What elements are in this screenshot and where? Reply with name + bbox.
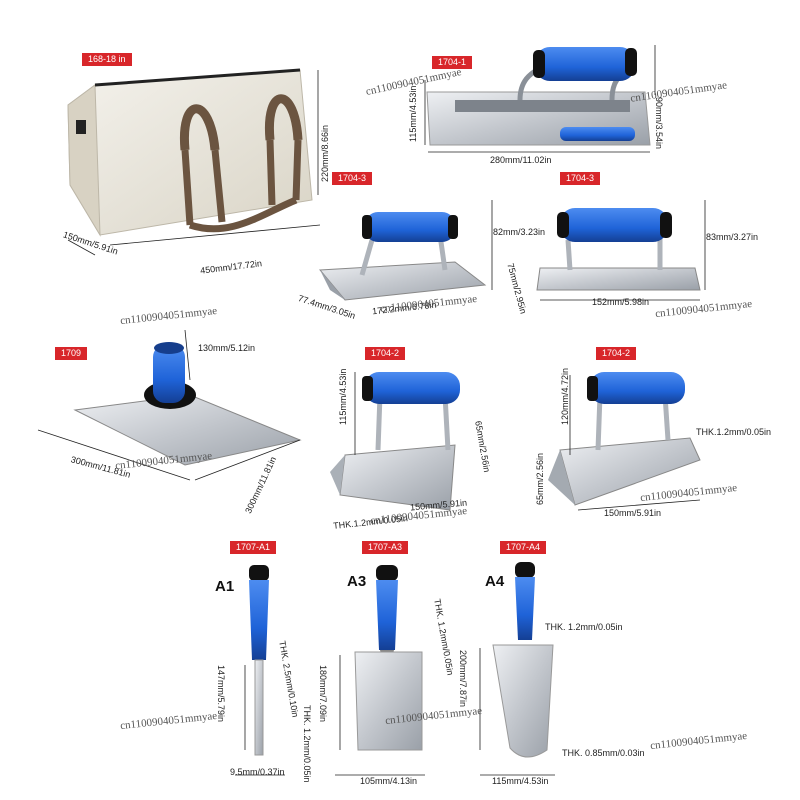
dim-corner-right-thk: THK.1.2mm/0.05in xyxy=(696,427,772,437)
dim-trowel-height1: 115mm/4.53in xyxy=(408,85,418,142)
dim-corner-right-height: 120mm/4.72in xyxy=(560,367,570,425)
dim-a3-length: 180mm/7.09in xyxy=(318,665,328,723)
tag-trowel-big: 1704-1 xyxy=(432,56,473,69)
dim-corner-right-width: 150mm/5.91in xyxy=(604,508,662,518)
dim-edger-right-length: 152mm/5.98in xyxy=(592,297,650,307)
dim-corner-left-height: 115mm/4.53in xyxy=(338,368,348,425)
inside-corner-tool-left-image xyxy=(330,372,460,511)
dim-a4-thk1: THK. 1.2mm/0.05in xyxy=(545,622,623,632)
pointing-trowel-a1-image xyxy=(249,565,269,756)
tag-a1: 1707-A1 xyxy=(230,541,277,554)
edger-right-image xyxy=(536,208,701,291)
dim-a1-thk2: THK. 1.2mm/0.05in xyxy=(302,705,312,783)
outside-corner-tool-right-image xyxy=(548,372,701,506)
dim-hawk-handle: 130mm/5.12in xyxy=(198,343,256,353)
dimension-lines xyxy=(37,45,706,776)
dim-a4-width: 115mm/4.53in xyxy=(492,776,549,786)
tag-a4: 1707-A4 xyxy=(500,541,547,554)
tag-corner-left: 1704-2 xyxy=(365,347,406,360)
dim-a1-width: 9.5mm/0.37in xyxy=(230,767,285,777)
tag-bag: 168-18 in xyxy=(82,53,132,66)
label-a3: A3 xyxy=(347,573,367,590)
dim-trowel-height2: 90mm/3.54in xyxy=(654,97,664,150)
tag-hawk: 1709 xyxy=(55,347,88,360)
bucket-trowel-a3-image xyxy=(354,565,423,751)
tag-corner-right: 1704-2 xyxy=(596,347,637,360)
dim-a4-thk2: THK. 0.85mm/0.03in xyxy=(562,748,645,758)
edger-left-image xyxy=(318,212,487,301)
dim-trowel-length: 280mm/11.02in xyxy=(490,155,552,165)
label-a1: A1 xyxy=(215,578,235,595)
dim-corner-right-side: 65mm/2.56in xyxy=(535,452,545,505)
brick-trowel-a4-image xyxy=(492,562,554,758)
tag-edger-left: 1704-3 xyxy=(332,172,373,185)
dim-edger-right-height: 83mm/3.27in xyxy=(706,232,759,242)
dim-a4-length: 200mm/7.87in xyxy=(458,650,468,708)
hawk-image xyxy=(73,342,302,466)
dim-bag-height: 220mm/8.66in xyxy=(320,124,330,182)
tool-bag-image xyxy=(67,68,313,237)
dim-a1-length: 147mm/5.79in xyxy=(216,665,226,723)
dim-a3-width: 105mm/4.13in xyxy=(360,776,418,786)
label-a4: A4 xyxy=(485,573,505,590)
tag-a3: 1707-A3 xyxy=(362,541,409,554)
dim-edger-left-height: 82mm/3.23in xyxy=(493,227,546,237)
tag-edger-right: 1704-3 xyxy=(560,172,601,185)
finishing-trowel-image xyxy=(426,47,651,146)
